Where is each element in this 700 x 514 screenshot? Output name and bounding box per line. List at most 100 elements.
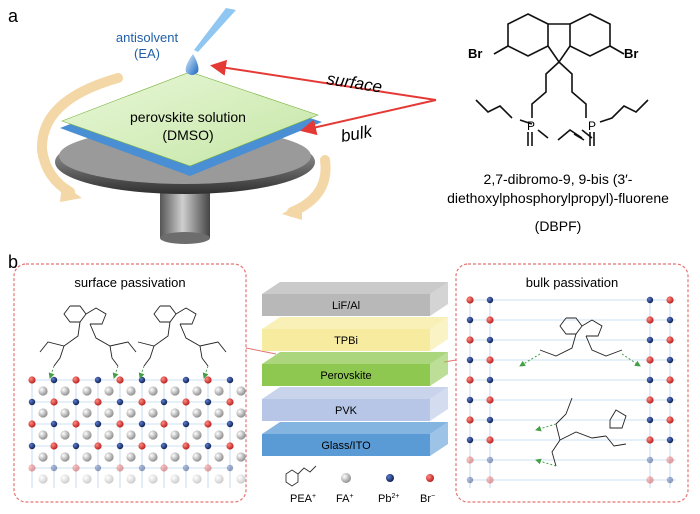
pb-ion <box>28 398 36 406</box>
fa-text: FA <box>336 493 350 505</box>
fa-ion <box>126 452 136 462</box>
pipette-group <box>185 8 236 75</box>
layer-label: Glass/ITO <box>321 440 371 452</box>
fa-ion <box>236 430 246 440</box>
br-ion <box>466 376 474 384</box>
pb-ion <box>666 316 674 324</box>
pea-legend-icon <box>285 465 317 487</box>
pb-ion <box>486 296 494 304</box>
br-ion <box>72 464 80 472</box>
fa-ion <box>192 386 202 396</box>
fa-ion <box>126 430 136 440</box>
fa-legend-dot <box>341 473 351 483</box>
fa-legend-label: FA+ <box>336 493 354 505</box>
fa-ion <box>214 474 224 484</box>
fa-ion <box>148 452 158 462</box>
fa-ion <box>192 474 202 484</box>
molecule-abbr: (DBPF) <box>535 218 582 234</box>
pb-ion <box>646 416 654 424</box>
br-ion <box>204 376 212 384</box>
br-ion <box>50 442 58 450</box>
fa-ion <box>60 474 70 484</box>
bulk-lattice <box>466 296 676 488</box>
br-ion <box>138 398 146 406</box>
pb-ion <box>646 296 654 304</box>
pb-ion <box>666 436 674 444</box>
pb-ion <box>94 420 102 428</box>
br-ion <box>182 398 190 406</box>
br-ion <box>226 442 234 450</box>
pb-ion <box>486 376 494 384</box>
br-ion <box>72 420 80 428</box>
pb-ion <box>666 476 674 484</box>
pb-ion <box>138 420 146 428</box>
layer-side-face <box>430 317 448 351</box>
br-ion <box>646 476 654 484</box>
pb-ion <box>182 376 190 384</box>
fa-ion <box>60 386 70 396</box>
br-superscript: − <box>431 493 435 500</box>
fa-ion <box>82 408 92 418</box>
right-ethoxy <box>599 99 649 123</box>
fa-ion <box>104 474 114 484</box>
pb-ion <box>646 376 654 384</box>
fa-ion <box>82 386 92 396</box>
pb-ion <box>28 442 36 450</box>
pb-ion <box>466 316 474 324</box>
fa-ion <box>236 386 246 396</box>
fa-ion <box>38 386 48 396</box>
pb-ion <box>486 336 494 344</box>
pb-ion <box>72 442 80 450</box>
fa-ion <box>170 474 180 484</box>
surface-connector-line <box>245 347 277 355</box>
br-ion <box>204 464 212 472</box>
pb-ion <box>204 442 212 450</box>
br-ion <box>226 398 234 406</box>
rotation-arrow-left <box>36 73 123 197</box>
fa-ion <box>126 408 136 418</box>
surface-molecules <box>39 305 227 367</box>
br-ion <box>486 396 494 404</box>
pb-ion <box>226 420 234 428</box>
layer-side-face <box>430 352 448 386</box>
pb-ion <box>666 396 674 404</box>
right-propyl-chain <box>558 61 587 118</box>
pb-ion <box>666 356 674 364</box>
fa-ion <box>192 452 202 462</box>
fa-ion <box>38 474 48 484</box>
fa-ion <box>82 430 92 440</box>
layer-front-face <box>262 294 430 316</box>
fa-ion <box>192 430 202 440</box>
pb-ion <box>94 376 102 384</box>
fa-ion <box>38 408 48 418</box>
rotation-arrow-right-head <box>282 202 302 220</box>
br-ion <box>160 464 168 472</box>
rotation-arrows <box>36 73 331 220</box>
pb-ion <box>466 476 474 484</box>
pb-ion <box>226 376 234 384</box>
solution-solvent-label: (DMSO) <box>162 127 213 143</box>
pb-ion <box>204 398 212 406</box>
left-propyl-chain <box>531 61 560 118</box>
bulk-coordination-arrows <box>519 353 641 467</box>
pb-ion <box>466 396 474 404</box>
perovskite-film-plate <box>61 71 319 167</box>
br-right-label: Br <box>624 46 638 61</box>
fa-ion <box>170 408 180 418</box>
br-ion <box>646 356 654 364</box>
right-benzene-ring <box>569 13 611 57</box>
molecule-name-line1: 2,7-dibromo-9, 9-bis (3′- <box>484 171 633 187</box>
panel-b-label: b <box>8 252 18 272</box>
fa-ion <box>126 474 136 484</box>
br-ion <box>28 376 36 384</box>
pb-ion <box>50 376 58 384</box>
br-ion <box>94 398 102 406</box>
fa-ion <box>126 386 136 396</box>
panel-a-label: a <box>8 6 19 26</box>
fa-ion <box>104 386 114 396</box>
fa-ion <box>236 474 246 484</box>
br-ion <box>116 464 124 472</box>
br-ion <box>646 436 654 444</box>
layer-top-face <box>262 387 448 399</box>
